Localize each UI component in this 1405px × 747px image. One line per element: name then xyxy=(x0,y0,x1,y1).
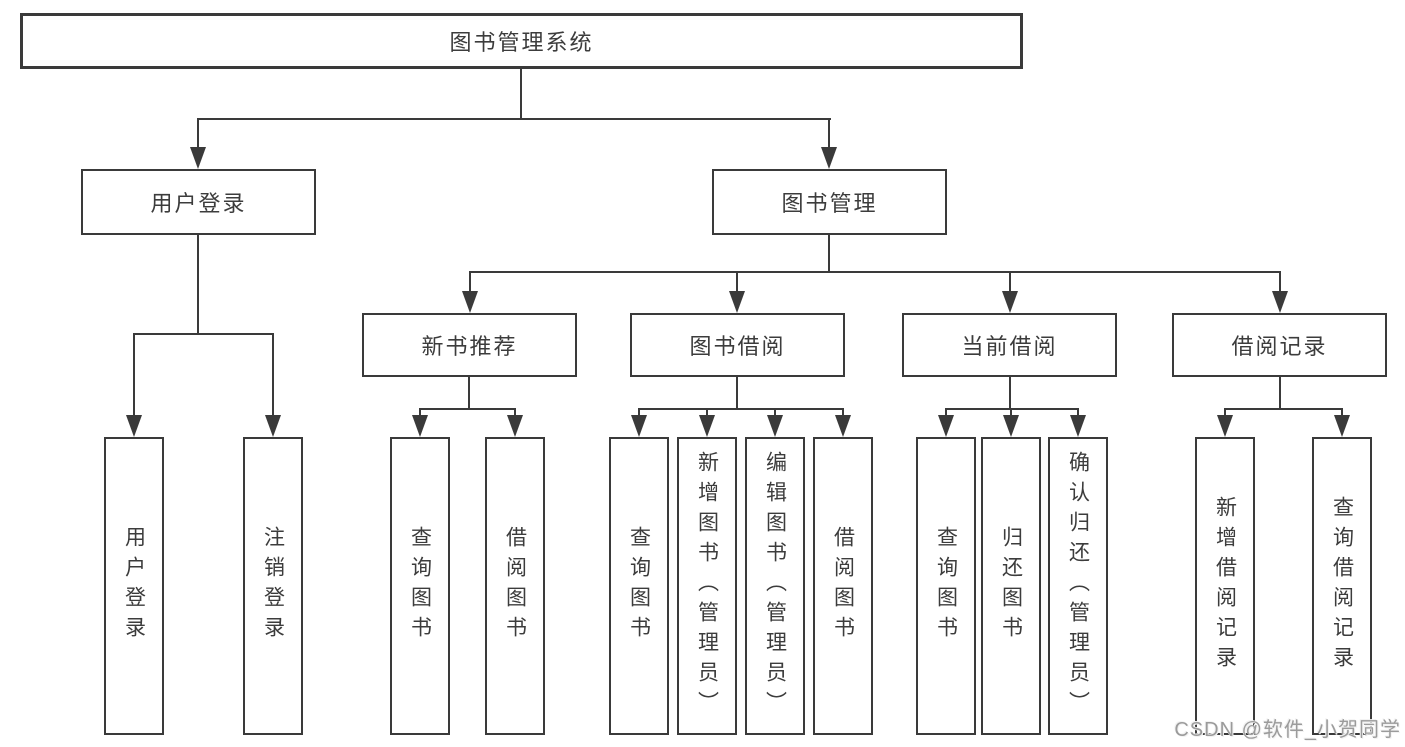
arrow-down-icon xyxy=(729,291,745,313)
node-leaf-recommend-query-books: 查询图书 xyxy=(390,437,450,735)
connector-hline xyxy=(1224,408,1343,410)
node-leaf-records-add-record: 新增借阅记录 xyxy=(1195,437,1255,735)
arrow-down-icon xyxy=(821,147,837,169)
node-borrowing-records: 借阅记录 xyxy=(1172,313,1387,377)
arrow-down-icon xyxy=(938,415,954,437)
arrow-down-icon xyxy=(1272,291,1288,313)
node-leaf-records-query-record: 查询借阅记录 xyxy=(1312,437,1372,735)
connector-vline xyxy=(468,377,470,410)
connector-vline xyxy=(945,408,947,418)
arrow-down-icon xyxy=(1070,415,1086,437)
connector-vline xyxy=(520,69,522,120)
connector-vline xyxy=(842,408,844,418)
node-leaf-recommend-borrow-books: 借阅图书 xyxy=(485,437,545,735)
connector-vline xyxy=(197,235,199,335)
arrow-down-icon xyxy=(699,415,715,437)
node-leaf-borrowing-query-books: 查询图书 xyxy=(609,437,669,735)
connector-vline xyxy=(736,271,738,293)
connector-vline xyxy=(638,408,640,418)
arrow-down-icon xyxy=(767,415,783,437)
node-borrowing-records-label: 借阅记录 xyxy=(1231,334,1328,359)
arrow-down-icon xyxy=(412,415,428,437)
connector-vline xyxy=(774,408,776,418)
connector-vline xyxy=(1279,271,1281,293)
node-book-borrowing: 图书借阅 xyxy=(630,313,845,377)
arrow-down-icon xyxy=(507,415,523,437)
arrow-down-icon xyxy=(1217,415,1233,437)
arrow-down-icon xyxy=(631,415,647,437)
node-leaf-current-confirm-return: 确认归还（管理员） xyxy=(1048,437,1108,735)
arrow-down-icon xyxy=(462,291,478,313)
connector-hline xyxy=(945,408,1079,410)
node-leaf-user-login: 用户登录 xyxy=(104,437,164,735)
node-leaf-borrowing-edit-books: 编辑图书（管理员） xyxy=(745,437,805,735)
connector-vline xyxy=(828,118,830,149)
node-leaf-borrowing-borrow-books: 借阅图书 xyxy=(813,437,873,735)
node-current-borrowing-label: 当前借阅 xyxy=(961,334,1058,359)
connector-vline xyxy=(736,377,738,410)
node-root: 图书管理系统 xyxy=(20,13,1023,69)
connector-vline xyxy=(514,408,516,418)
arrow-down-icon xyxy=(190,147,206,169)
connector-vline xyxy=(1077,408,1079,418)
node-user-login-label: 用户登录 xyxy=(150,191,247,216)
node-leaf-current-query-books: 查询图书 xyxy=(916,437,976,735)
connector-hline xyxy=(638,408,844,410)
node-new-book-recommend-label: 新书推荐 xyxy=(421,334,518,359)
connector-hline xyxy=(197,118,831,120)
connector-vline xyxy=(1009,377,1011,410)
node-leaf-borrowing-add-books: 新增图书（管理员） xyxy=(677,437,737,735)
csdn-watermark: CSDN @软件_小贺同学 xyxy=(1174,719,1401,741)
connector-vline xyxy=(1010,408,1012,418)
connector-vline xyxy=(469,271,471,293)
connector-vline xyxy=(1224,408,1226,418)
node-current-borrowing: 当前借阅 xyxy=(902,313,1117,377)
arrow-down-icon xyxy=(1002,291,1018,313)
node-new-book-recommend: 新书推荐 xyxy=(362,313,577,377)
arrow-down-icon xyxy=(126,415,142,437)
connector-vline xyxy=(706,408,708,418)
node-book-management-label: 图书管理 xyxy=(781,191,878,216)
connector-hline xyxy=(469,271,1281,273)
arrow-down-icon xyxy=(835,415,851,437)
connector-vline xyxy=(1279,377,1281,410)
connector-vline xyxy=(1009,271,1011,293)
node-book-borrowing-label: 图书借阅 xyxy=(689,334,786,359)
node-book-management: 图书管理 xyxy=(712,169,947,235)
arrow-down-icon xyxy=(1334,415,1350,437)
node-leaf-logout: 注销登录 xyxy=(243,437,303,735)
connector-vline xyxy=(197,118,199,149)
arrow-down-icon xyxy=(1003,415,1019,437)
connector-vline xyxy=(419,408,421,418)
arrow-down-icon xyxy=(265,415,281,437)
node-root-label: 图书管理系统 xyxy=(449,30,594,55)
connector-vline xyxy=(133,333,135,417)
connector-vline xyxy=(828,235,830,273)
connector-vline xyxy=(1341,408,1343,418)
connector-hline xyxy=(419,408,516,410)
node-user-login: 用户登录 xyxy=(81,169,316,235)
connector-hline xyxy=(133,333,274,335)
node-leaf-current-return-books: 归还图书 xyxy=(981,437,1041,735)
connector-vline xyxy=(272,333,274,417)
